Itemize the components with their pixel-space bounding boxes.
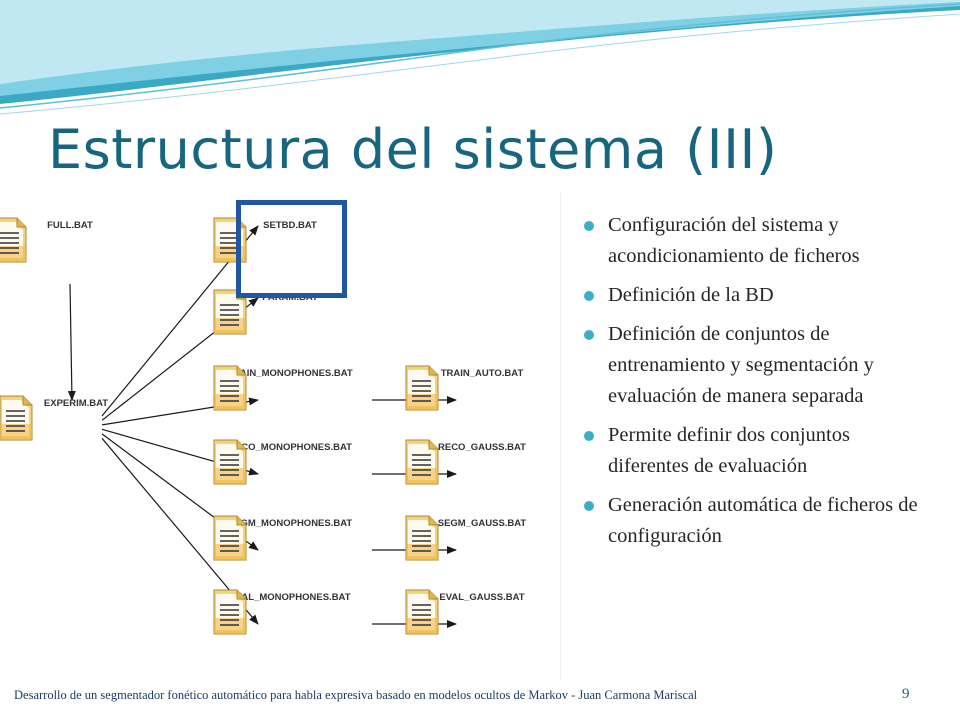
diagram-node-full: FULL.BAT: [0, 216, 150, 263]
wave-band-light: [0, 0, 960, 84]
bullet-item: Generación automática de ficheros de con…: [584, 490, 929, 552]
diagram-node-eval_mono: EVAL_MONOPHONES.BAT: [210, 588, 370, 635]
bullet-dot-icon: [584, 330, 594, 340]
bullet-text: Configuración del sistema y acondicionam…: [608, 214, 860, 267]
header-wave-decoration: [0, 0, 960, 115]
diagram-node-experim: EXPERIM.BAT: [0, 394, 156, 441]
bullet-item: Permite definir dos conjuntos diferentes…: [584, 420, 929, 482]
diagram-node-label: TRAIN_AUTO.BAT: [440, 368, 524, 379]
diagram-node-label: FULL.BAT: [47, 220, 93, 231]
bullet-text: Definición de la BD: [608, 284, 774, 306]
bullet-text: Permite definir dos conjuntos diferentes…: [608, 424, 850, 477]
diagram-node-label: TRAIN_MONOPHONES.BAT: [227, 368, 353, 379]
diagram-node-label: EVAL_GAUSS.BAT: [439, 592, 525, 603]
wave-line-1: [0, 3, 960, 109]
bullet-item: Configuración del sistema y acondicionam…: [584, 210, 929, 272]
wave-line-2: [0, 13, 960, 115]
bullet-dot-icon: [584, 501, 594, 511]
diagram-node-train_mono: TRAIN_MONOPHONES.BAT: [210, 364, 370, 411]
diagram-node-label: RECO_MONOPHONES.BAT: [228, 442, 352, 453]
diagram-node-label: SEGM_MONOPHONES.BAT: [227, 518, 353, 529]
bullet-dot-icon: [584, 431, 594, 441]
highlight-box-setbd: [236, 200, 347, 298]
diagram-node-reco_gauss: RECO_GAUSS.BAT: [402, 438, 562, 485]
edge-full-to-experim: [67, 283, 76, 401]
page-number: 9: [902, 686, 910, 702]
diagram-node-label: RECO_GAUSS.BAT: [438, 442, 526, 453]
diagram-node-label: EVAL_MONOPHONES.BAT: [229, 592, 351, 603]
slide-footer: Desarrollo de un segmentador fonético au…: [14, 688, 698, 702]
diagram-node-train_auto: TRAIN_AUTO.BAT: [402, 364, 562, 411]
diagram-node-segm_mono: SEGM_MONOPHONES.BAT: [210, 514, 370, 561]
bullet-text: Generación automática de ficheros de con…: [608, 494, 918, 547]
bullet-text: Definición de conjuntos de entrenamiento…: [608, 323, 874, 407]
slide-title: Estructura del sistema (III): [48, 118, 778, 181]
bullet-item: Definición de conjuntos de entrenamiento…: [584, 319, 929, 412]
diagram-node-segm_gauss: SEGM_GAUSS.BAT: [402, 514, 562, 561]
diagram-node-label: SETBD.BAT: [263, 220, 317, 231]
bullet-dot-icon: [584, 221, 594, 231]
diagram-node-label: EXPERIM.BAT: [43, 398, 109, 409]
bullet-item: Definición de la BD: [584, 280, 929, 311]
diagram-node-label: SEGM_GAUSS.BAT: [437, 518, 527, 529]
diagram-node-eval_gauss: EVAL_GAUSS.BAT: [402, 588, 562, 635]
diagram-node-reco_mono: RECO_MONOPHONES.BAT: [210, 438, 370, 485]
bullet-list: Configuración del sistema y acondicionam…: [584, 210, 929, 560]
bullet-dot-icon: [584, 291, 594, 301]
